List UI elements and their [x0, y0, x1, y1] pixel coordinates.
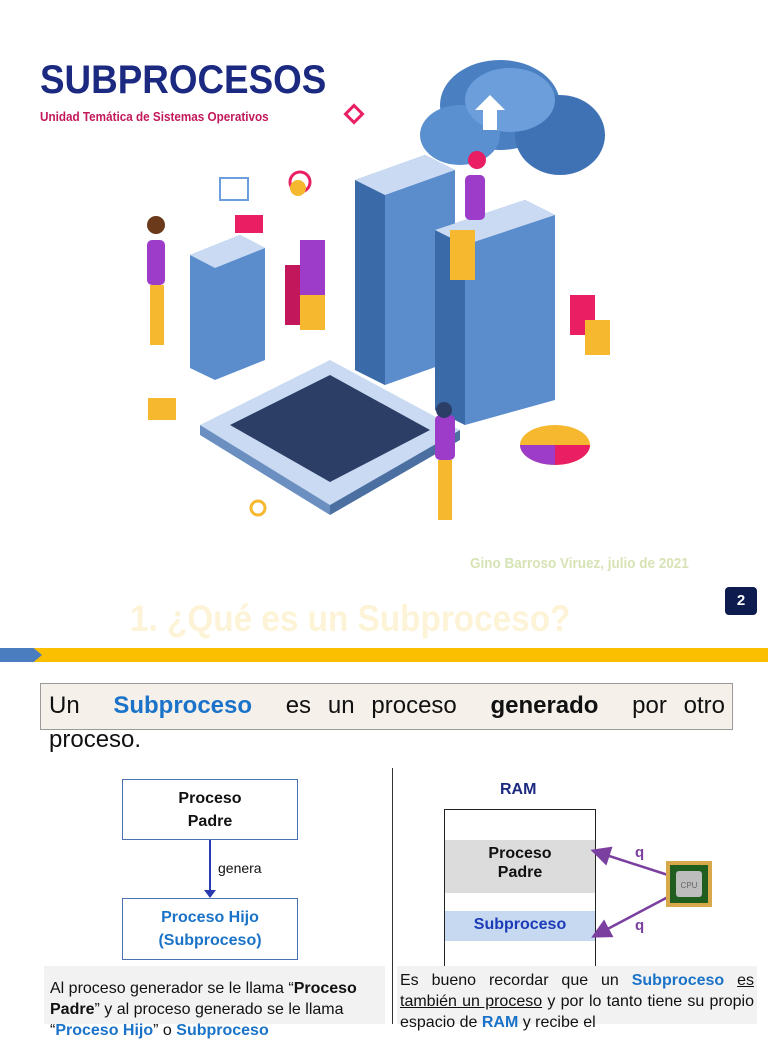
- section-title: 1. ¿Qué es un Subproceso?: [130, 598, 571, 639]
- def-word: Un: [49, 692, 80, 719]
- def-word: por otro: [632, 692, 725, 719]
- datacenter-illustration: [147, 60, 610, 520]
- def-word: es un proceso: [285, 692, 457, 719]
- accent-bar: [0, 648, 768, 662]
- quantum-arrow-child: [591, 895, 669, 938]
- definition-line2: proceso.: [49, 726, 142, 753]
- server-rack-large: [355, 155, 555, 425]
- people-icons: [147, 151, 486, 520]
- cpu-label: CPU: [681, 881, 698, 890]
- ram-label: RAM: [500, 781, 537, 798]
- text: Al proceso generador se le llama “: [50, 980, 294, 997]
- author-date: Gino Barroso Viruez, julio de 2021: [470, 555, 689, 572]
- decorations: [148, 103, 365, 517]
- edge-label: genera: [218, 860, 262, 876]
- block-label: Padre: [497, 864, 543, 881]
- def-term: Subproceso: [113, 692, 253, 719]
- block-label: Proceso: [488, 845, 552, 862]
- bold-text: Proceso Hijo: [55, 1022, 154, 1039]
- right-explanation: Es bueno recordar que un Subproceso es t…: [397, 966, 757, 1031]
- text: Es bueno recordar que un: [400, 972, 632, 989]
- cloud-icon: [420, 60, 605, 175]
- accent-arrow: [0, 648, 42, 662]
- page-number-badge: 2: [725, 587, 757, 615]
- column-divider: [392, 768, 393, 1024]
- node-label: Proceso: [178, 789, 242, 807]
- quantum-arrow-parent: [590, 846, 669, 877]
- presentation-subtitle: Unidad Temática de Sistemas Operativos: [40, 109, 269, 124]
- underlined-text: es también un proceso: [400, 972, 754, 1010]
- definition-text: Un Subproceso es un proceso generado por…: [49, 690, 725, 722]
- bold-text: RAM: [481, 1014, 519, 1031]
- bold-text: Subproceso: [176, 1022, 269, 1039]
- bold-text: Subproceso: [631, 972, 725, 989]
- left-explanation: Al proceso generador se le llama “Proces…: [44, 966, 385, 1039]
- node-label: (Subproceso): [158, 932, 262, 949]
- definition-box: [40, 683, 733, 730]
- cpu-diagram: q q CPU: [590, 844, 712, 938]
- server-rack-small: [190, 235, 265, 380]
- presentation-title: SUBPROCESOS: [40, 58, 327, 102]
- text: y recibe el: [518, 1014, 596, 1031]
- cpu-icon: CPU: [666, 861, 712, 907]
- ram-subprocess-block: Subproceso: [445, 911, 595, 941]
- laptop-icon: [200, 360, 460, 515]
- quantum-label: q: [635, 844, 644, 861]
- quantum-label: q: [635, 917, 644, 934]
- node-label: Padre: [187, 812, 233, 830]
- chart-icons: [285, 240, 610, 465]
- node-label: Proceso Hijo: [161, 909, 259, 926]
- generates-arrow: [209, 840, 211, 892]
- text: ” o: [153, 1022, 177, 1039]
- def-bold: generado: [490, 692, 599, 719]
- bold-text: Proceso Padre: [50, 980, 357, 1018]
- arrowhead-icon: [204, 890, 216, 898]
- child-process-node: Proceso Hijo (Subproceso): [122, 898, 298, 960]
